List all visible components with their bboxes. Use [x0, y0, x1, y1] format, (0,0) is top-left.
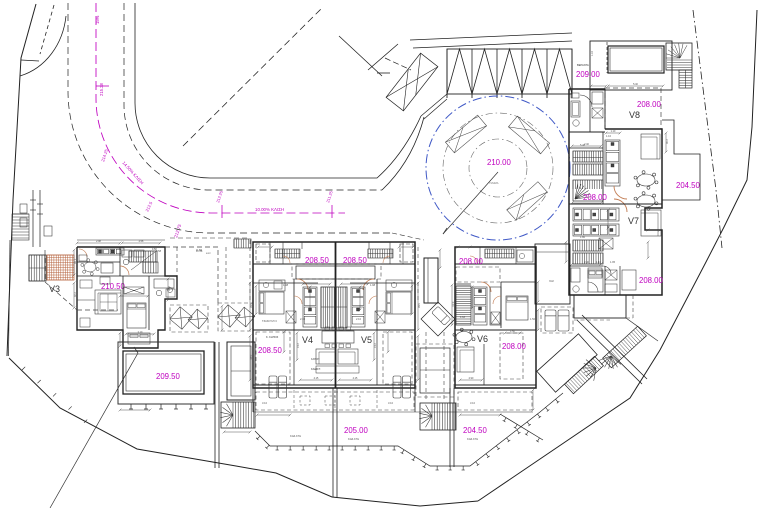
svg-text:4.15: 4.15: [353, 377, 358, 380]
svg-text:3.10: 3.10: [388, 401, 394, 405]
svg-text:1.95: 1.95: [610, 260, 616, 264]
svg-text:3.60: 3.60: [417, 303, 420, 308]
svg-text:2.40: 2.40: [584, 261, 589, 264]
svg-text:1.98: 1.98: [370, 283, 376, 287]
svg-text:1.98: 1.98: [283, 283, 289, 287]
svg-text:214.25: 214.25: [100, 148, 109, 162]
svg-text:ΦΩΤ: ΦΩΤ: [206, 252, 211, 255]
svg-text:V5: V5: [361, 335, 372, 345]
svg-text:209.50: 209.50: [156, 372, 181, 381]
svg-text:2.00: 2.00: [665, 139, 668, 144]
svg-text:ΚΑΘΙΣΤ.: ΚΑΘΙΣΤ.: [311, 367, 321, 371]
svg-text:4.60: 4.60: [249, 355, 252, 360]
svg-text:2.45: 2.45: [73, 292, 76, 297]
svg-text:ΒΕΡΑΝΤΑ: ΒΕΡΑΝΤΑ: [577, 63, 589, 67]
svg-text:204.50: 204.50: [676, 181, 701, 190]
svg-text:11.58: 11.58: [196, 249, 203, 253]
svg-text:4.15: 4.15: [314, 377, 319, 380]
svg-text:10.00% ΚΛΙΣΗ: 10.00% ΚΛΙΣΗ: [255, 207, 284, 212]
svg-text:208.00: 208.00: [637, 100, 662, 109]
svg-text:ΤΖΑΚΟΥΖΙ 3: ΤΖΑΚΟΥΖΙ 3: [262, 319, 277, 323]
svg-text:208.00: 208.00: [583, 193, 608, 202]
svg-text:11.58: 11.58: [196, 249, 202, 252]
svg-text:1.50: 1.50: [510, 330, 515, 333]
svg-text:5.40: 5.40: [633, 83, 638, 86]
svg-text:208.50: 208.50: [258, 346, 283, 355]
svg-text:9.58: 9.58: [156, 249, 162, 253]
svg-text:V7: V7: [628, 216, 639, 226]
svg-text:215.28: 215.28: [99, 83, 104, 96]
svg-text:2.10: 2.10: [300, 317, 306, 321]
svg-text:ΚΩΔ ΚΤΗ: ΚΩΔ ΚΤΗ: [290, 434, 301, 438]
svg-text:1.50: 1.50: [530, 317, 536, 321]
svg-text:V8: V8: [629, 110, 640, 120]
svg-text:210.00: 210.00: [487, 158, 512, 167]
svg-text:1.10: 1.10: [611, 130, 616, 133]
svg-text:2.10: 2.10: [373, 343, 376, 348]
svg-text:2.98: 2.98: [96, 240, 101, 243]
svg-text:212.5: 212.5: [144, 200, 153, 212]
svg-text:205.00: 205.00: [344, 426, 369, 435]
svg-text:2.58: 2.58: [139, 240, 144, 243]
svg-text:212.75: 212.75: [173, 223, 182, 238]
svg-text:1.80: 1.80: [580, 235, 586, 239]
svg-text:3.10: 3.10: [470, 401, 476, 405]
svg-text:3.60: 3.60: [249, 303, 252, 308]
svg-text:5.40: 5.40: [580, 143, 586, 147]
svg-text:1.90: 1.90: [73, 259, 76, 264]
svg-text:2.10: 2.10: [296, 343, 299, 348]
svg-text:1.10: 1.10: [596, 260, 602, 264]
svg-text:208.00: 208.00: [502, 342, 527, 351]
svg-text:208.00: 208.00: [459, 257, 484, 266]
svg-text:ΤΜΗΜΑ: ΤΜΗΜΑ: [489, 181, 499, 185]
svg-text:ΚΩΔ ΚΤΗ: ΚΩΔ ΚΤΗ: [467, 437, 478, 441]
svg-text:15%: 15%: [95, 15, 100, 24]
svg-text:2.90: 2.90: [469, 377, 474, 380]
svg-text:2.10: 2.10: [356, 317, 362, 321]
svg-text:2.10: 2.10: [138, 331, 143, 334]
svg-text:3.10: 3.10: [262, 401, 268, 405]
svg-text:212.25: 212.25: [215, 189, 224, 203]
svg-text:1.10: 1.10: [591, 51, 594, 56]
svg-text:V3: V3: [49, 284, 60, 294]
svg-text:2.90: 2.90: [167, 286, 170, 291]
svg-text:1.10: 1.10: [606, 134, 612, 138]
svg-text:204.50: 204.50: [463, 426, 488, 435]
svg-text:3.20: 3.20: [451, 302, 454, 307]
svg-text:209.00: 209.00: [576, 70, 601, 79]
svg-text:211.25: 211.25: [325, 190, 334, 204]
svg-text:2.40: 2.40: [584, 143, 589, 146]
svg-text:210.50: 210.50: [101, 282, 126, 291]
svg-text:208.50: 208.50: [305, 256, 330, 265]
svg-text:V6: V6: [477, 334, 488, 344]
svg-text:V4: V4: [302, 335, 313, 345]
svg-text:1.90: 1.90: [460, 315, 466, 319]
svg-text:ΧΩΛ: ΧΩΛ: [549, 280, 554, 283]
svg-text:Κ. ΚΗΠΟΣ: Κ. ΚΗΠΟΣ: [266, 335, 279, 339]
svg-text:208.50: 208.50: [343, 256, 368, 265]
svg-text:9.58: 9.58: [152, 248, 157, 251]
svg-text:ΚΑΘΙΣΤ.: ΚΑΘΙΣΤ.: [311, 358, 320, 361]
svg-text:208.00: 208.00: [639, 276, 664, 285]
svg-text:ΚΩΔ ΚΤΗ: ΚΩΔ ΚΤΗ: [348, 437, 359, 441]
